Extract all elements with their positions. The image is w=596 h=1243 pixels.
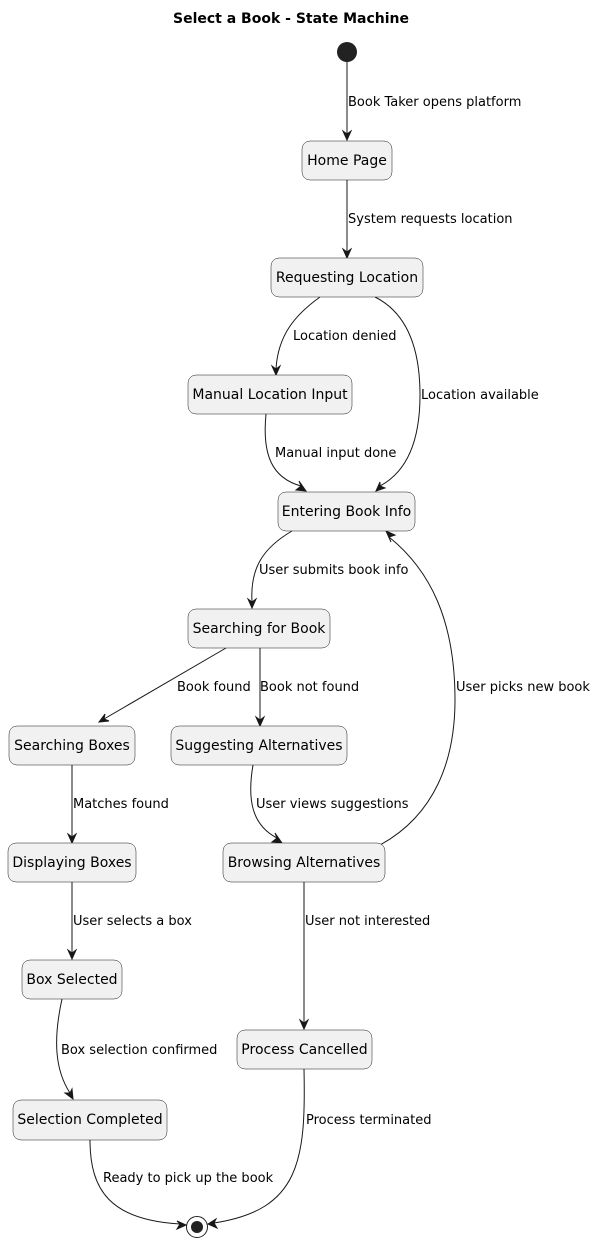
label-cancelled-to-end: Process terminated xyxy=(306,1113,432,1128)
label-selected-to-completed: Box selection confirmed xyxy=(61,1043,217,1058)
edge-selected-to-completed xyxy=(56,998,71,1094)
edge-entering-to-searching xyxy=(251,530,293,603)
edge-searching-to-boxes xyxy=(103,647,227,720)
transition-edges xyxy=(56,62,456,1231)
state-manual-location-input: Manual Location Input xyxy=(187,374,353,415)
state-searching-boxes: Searching Boxes xyxy=(8,725,136,766)
label-boxes-to-displaying: Matches found xyxy=(73,797,169,812)
diagram-title: Select a Book - State Machine xyxy=(173,11,409,27)
state-box-selected: Box Selected xyxy=(21,959,123,1000)
label-displaying-to-selected: User selects a box xyxy=(73,914,192,929)
state-process-cancelled: Process Cancelled xyxy=(236,1029,373,1070)
label-entering-to-searching: User submits book info xyxy=(259,563,409,578)
label-home-to-requesting: System requests location xyxy=(348,212,513,227)
transition-labels: Book Taker opens platform System request… xyxy=(61,95,590,1186)
initial-state-node xyxy=(337,42,357,62)
label-alternatives-to-browsing: User views suggestions xyxy=(256,797,409,812)
label-searching-to-alternatives: Book not found xyxy=(260,680,359,695)
state-label: Home Page xyxy=(307,153,387,169)
label-start-to-home: Book Taker opens platform xyxy=(348,95,521,110)
edge-cancelled-to-end xyxy=(213,1068,305,1224)
label-searching-to-boxes: Book found xyxy=(177,680,251,695)
state-suggesting-alternatives: Suggesting Alternatives xyxy=(170,725,348,766)
state-label: Suggesting Alternatives xyxy=(175,738,342,754)
state-searching-for-book: Searching for Book xyxy=(187,608,331,649)
label-requesting-to-manual: Location denied xyxy=(293,329,396,344)
state-label: Selection Completed xyxy=(17,1112,162,1128)
state-label: Entering Book Info xyxy=(282,504,411,520)
state-requesting-location: Requesting Location xyxy=(270,257,424,298)
state-label: Manual Location Input xyxy=(192,387,348,403)
state-label: Browsing Alternatives xyxy=(228,855,381,871)
state-entering-book-info: Entering Book Info xyxy=(277,491,416,532)
state-displaying-boxes: Displaying Boxes xyxy=(7,842,137,883)
state-label: Requesting Location xyxy=(276,270,418,286)
label-requesting-to-entering: Location available xyxy=(421,388,539,403)
edge-requesting-to-entering xyxy=(374,296,421,487)
edge-requesting-to-manual xyxy=(275,296,321,370)
edge-browsing-to-entering xyxy=(379,536,456,846)
state-label: Searching for Book xyxy=(193,621,327,637)
label-completed-to-end: Ready to pick up the book xyxy=(103,1171,274,1186)
label-browsing-to-cancelled: User not interested xyxy=(305,914,430,929)
state-browsing-alternatives: Browsing Alternatives xyxy=(222,842,386,883)
edge-manual-to-entering xyxy=(264,413,302,487)
final-state-node xyxy=(186,1216,208,1238)
state-label: Searching Boxes xyxy=(14,738,130,754)
label-browsing-to-entering: User picks new book xyxy=(456,680,590,695)
state-home-page: Home Page xyxy=(301,140,393,181)
label-manual-to-entering: Manual input done xyxy=(275,446,396,461)
edge-completed-to-end xyxy=(89,1139,181,1225)
edge-alternatives-to-browsing xyxy=(250,764,278,839)
state-label: Displaying Boxes xyxy=(12,855,131,871)
state-label: Process Cancelled xyxy=(241,1042,367,1058)
state-label: Box Selected xyxy=(26,972,117,988)
state-selection-completed: Selection Completed xyxy=(12,1099,168,1141)
